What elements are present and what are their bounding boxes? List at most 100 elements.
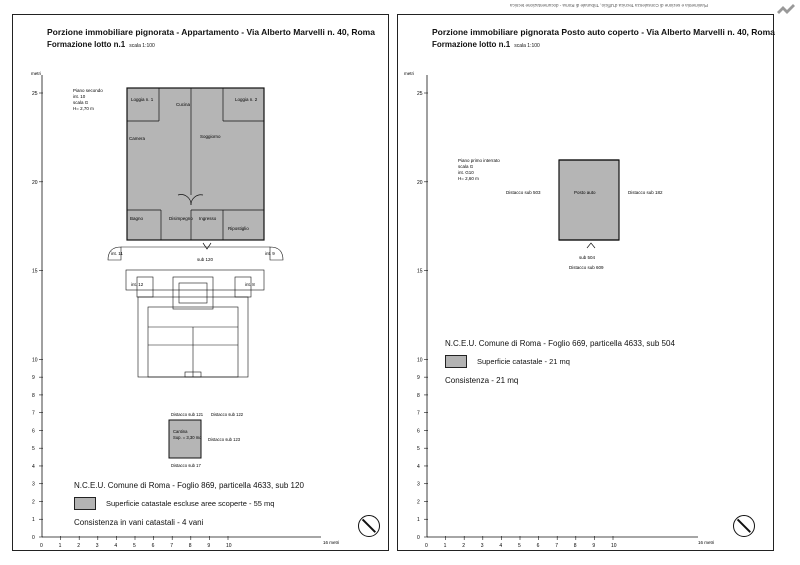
apartment-plan bbox=[126, 87, 265, 241]
room-disimpegno: Disimpegno bbox=[169, 216, 193, 221]
right-lotto-text: Formazione lotto n.1 bbox=[432, 40, 511, 49]
right-drawing-sheet: Porzione immobiliare pignorata Posto aut… bbox=[397, 14, 775, 551]
cellar-label-2: Sup. = 3,30 mq bbox=[173, 435, 202, 440]
right-ytick-label-11: 2 bbox=[417, 499, 420, 505]
stairwell bbox=[107, 246, 284, 378]
cellar-label-1: Cantina bbox=[173, 429, 188, 434]
right-xtick-label-6: 7 bbox=[555, 543, 558, 549]
left-xtick-label-9: 10 bbox=[226, 543, 232, 549]
right-ytick-label-0: 25 bbox=[417, 91, 423, 97]
right-ytick-label-3: 10 bbox=[417, 357, 423, 363]
left-xtick-label-7: 8 bbox=[189, 543, 192, 549]
right-ytick-label-6: 7 bbox=[417, 411, 420, 417]
header-strip: Planimetria e sezione di Consulenza Tecn… bbox=[510, 3, 708, 8]
right-xtick-label-0: 1 bbox=[444, 543, 447, 549]
left-y-unit: metri bbox=[31, 71, 41, 76]
left-ytick-label-0: 25 bbox=[32, 91, 38, 97]
right-ytick-label-9: 4 bbox=[417, 464, 420, 470]
parking-sub-label: sub 504 bbox=[579, 255, 596, 260]
left-ytick-label-9: 4 bbox=[32, 464, 35, 470]
right-left-neighbor: Distacco sub 503 bbox=[506, 190, 541, 195]
parking-space-label: Posto auto bbox=[574, 190, 596, 195]
left-xtick-label-1: 2 bbox=[77, 543, 80, 549]
left-legend: Superficie catastale escluse aree scoper… bbox=[74, 497, 274, 510]
room-loggia-1: Loggia n. 1 bbox=[131, 97, 154, 102]
right-legend: Superficie catastale - 21 mq bbox=[445, 355, 570, 368]
left-ytick-label-5: 8 bbox=[32, 393, 35, 399]
room-ingresso: Ingresso bbox=[199, 216, 217, 221]
right-xtick-label-1: 2 bbox=[462, 543, 465, 549]
right-xtick-label-7: 8 bbox=[574, 543, 577, 549]
room-soggiorno: Soggiorno bbox=[200, 134, 221, 139]
left-note-0: Piano secondo bbox=[73, 88, 103, 93]
right-ytick-label-5: 8 bbox=[417, 393, 420, 399]
right-bottom-neighbor: Distacco sub 609 bbox=[569, 265, 604, 270]
right-ytick-label-13: 0 bbox=[417, 535, 420, 541]
right-ytick-label-10: 3 bbox=[417, 482, 420, 488]
right-ytick-label-1: 20 bbox=[417, 180, 423, 186]
left-legend-label: Superficie catastale escluse aree scoper… bbox=[106, 499, 275, 508]
left-lotto-text: Formazione lotto n.1 bbox=[47, 40, 126, 49]
left-note-3: H= 2,70 m bbox=[73, 106, 94, 111]
left-ytick-label-12: 1 bbox=[32, 517, 35, 523]
left-xtick-label-0: 1 bbox=[59, 543, 62, 549]
right-xtick-label-4: 5 bbox=[518, 543, 521, 549]
left-xtick-label-8: 9 bbox=[207, 543, 210, 549]
logo-icon bbox=[777, 4, 795, 14]
right-right-neighbor: Distacco sub 182 bbox=[628, 190, 663, 195]
right-consistenza: Consistenza - 21 mq bbox=[445, 376, 519, 385]
right-ytick-label-4: 9 bbox=[417, 375, 420, 381]
left-x-unit: 16 metri bbox=[323, 540, 339, 545]
label-int-8: int. 8 bbox=[245, 282, 255, 287]
left-ytick-label-6: 7 bbox=[32, 411, 35, 417]
right-ytick-label-8: 5 bbox=[417, 446, 420, 452]
north-arrow-icon-right bbox=[733, 515, 755, 537]
right-sheet-title: Porzione immobiliare pignorata Posto aut… bbox=[432, 27, 775, 37]
label-int-11: int. 11 bbox=[111, 251, 123, 256]
room-camera: Camera bbox=[129, 136, 146, 141]
right-legend-swatch bbox=[445, 355, 467, 368]
left-xtick-label-4: 5 bbox=[133, 543, 136, 549]
right-y-unit: metri bbox=[404, 71, 414, 76]
room-bagno: Bagno bbox=[130, 216, 144, 221]
room-cucina: Cucina bbox=[176, 102, 191, 107]
cellar-bottom: Distacco sub 17 bbox=[171, 463, 201, 468]
right-note-1: scala G bbox=[458, 164, 474, 169]
left-xtick-label-5: 6 bbox=[152, 543, 155, 549]
left-note-2: scala G bbox=[73, 100, 89, 105]
cellar-right: Distacco sub 123 bbox=[208, 437, 241, 442]
left-ncu-text: N.C.E.U. Comune di Roma - Foglio 869, pa… bbox=[74, 481, 304, 490]
cellar-top-left: Distacco sub 121 bbox=[171, 412, 204, 417]
right-xtick-label-3: 4 bbox=[499, 543, 502, 549]
right-legend-label: Superficie catastale - 21 mq bbox=[477, 357, 570, 366]
left-xtick-label-origin: 0 bbox=[40, 543, 43, 549]
right-xtick-label-2: 3 bbox=[481, 543, 484, 549]
left-scale-label: scala 1:100 bbox=[129, 43, 155, 49]
right-ytick-label-12: 1 bbox=[417, 517, 420, 523]
left-sheet-title: Porzione immobiliare pignorata - Apparta… bbox=[47, 27, 375, 37]
left-xtick-label-3: 4 bbox=[114, 543, 117, 549]
left-ytick-label-7: 6 bbox=[32, 428, 35, 434]
left-note-1: int. 10 bbox=[73, 94, 86, 99]
right-ncu-text: N.C.E.U. Comune di Roma - Foglio 669, pa… bbox=[445, 339, 675, 348]
left-xtick-label-6: 7 bbox=[170, 543, 173, 549]
left-ytick-label-2: 15 bbox=[32, 269, 38, 275]
left-ytick-label-3: 10 bbox=[32, 357, 38, 363]
right-ytick-label-7: 6 bbox=[417, 428, 420, 434]
room-ripostiglio: Ripostiglio bbox=[228, 226, 249, 231]
right-xtick-label-5: 6 bbox=[537, 543, 540, 549]
left-ytick-label-13: 0 bbox=[32, 535, 35, 541]
right-xtick-label-origin: 0 bbox=[425, 543, 428, 549]
label-int-9: int. 9 bbox=[265, 251, 275, 256]
right-xtick-label-9: 10 bbox=[611, 543, 617, 549]
left-consistenza: Consistenza in vani catastali - 4 vani bbox=[74, 518, 204, 527]
right-note-3: H= 2,60 m bbox=[458, 176, 479, 181]
